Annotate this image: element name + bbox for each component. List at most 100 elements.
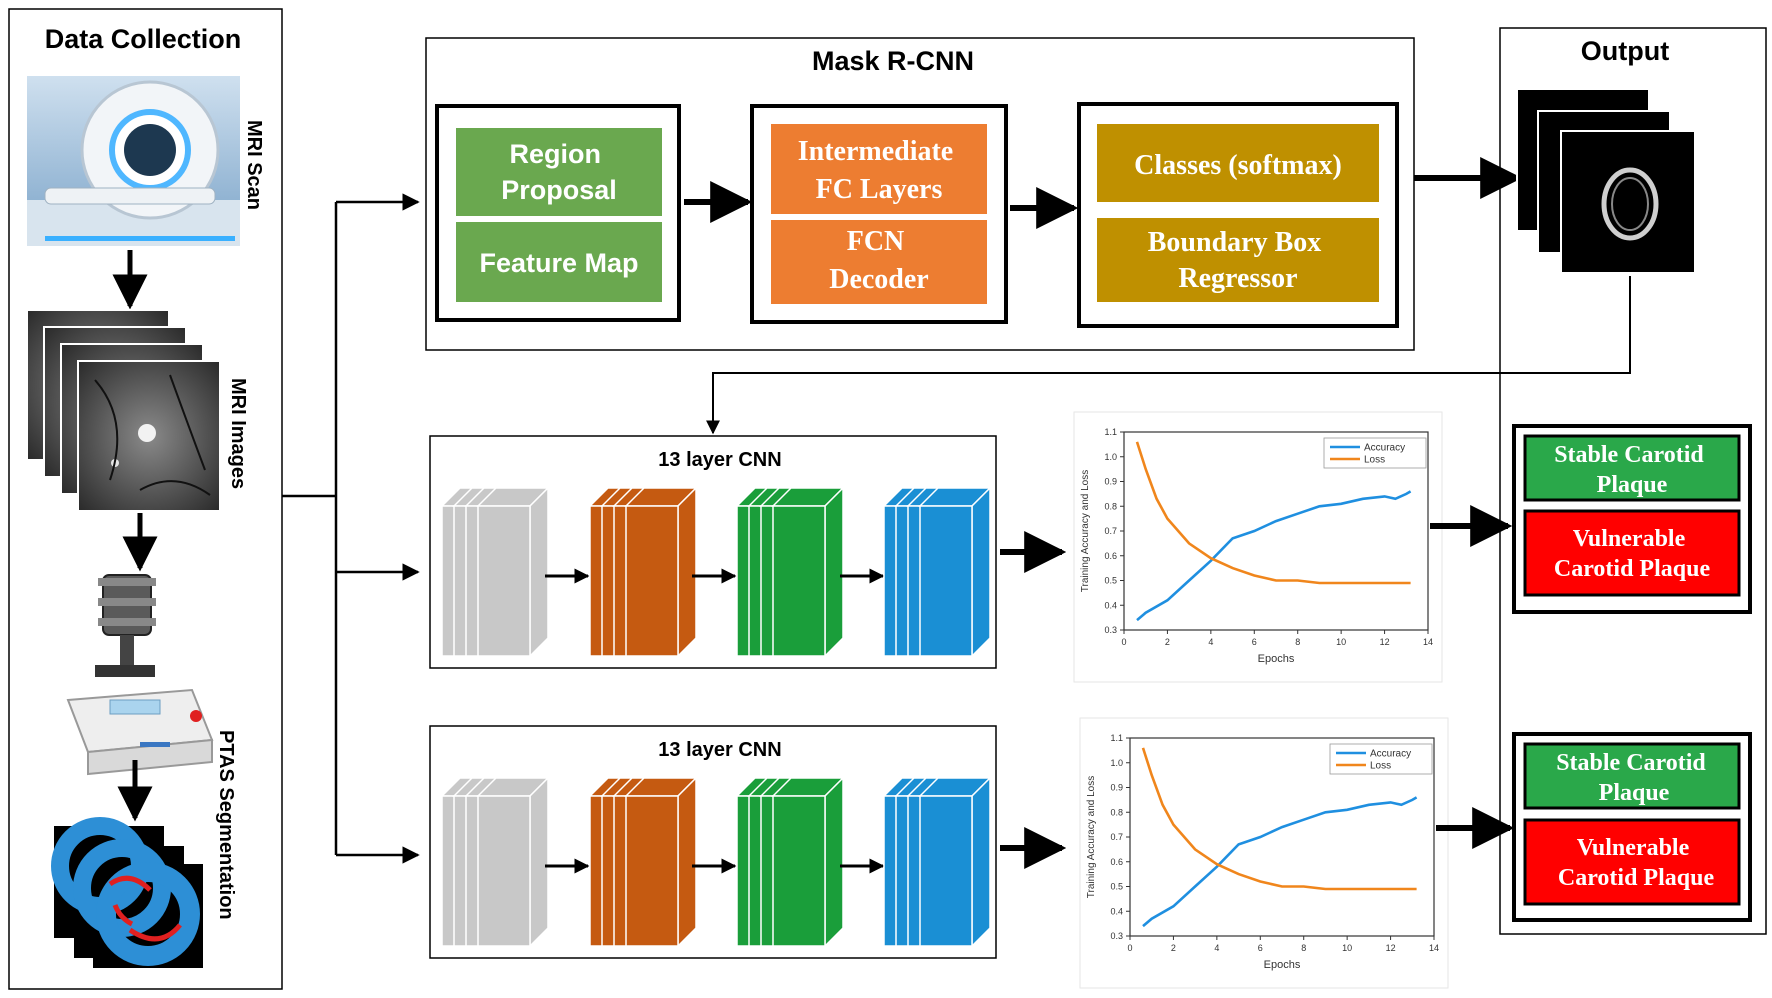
feature-map-label: Feature Map bbox=[479, 248, 638, 278]
cnn-1-layers-green bbox=[735, 486, 845, 658]
vulnerable-plaque-label-2: Vulnerable Carotid Plaque bbox=[1558, 835, 1715, 891]
mask-rcnn-panel: Mask R-CNN Region Proposal Feature Map I… bbox=[425, 37, 1415, 351]
vulnerable-plaque-1-line-2: Carotid Plaque bbox=[1554, 556, 1711, 582]
intermediate-fc-box bbox=[771, 124, 987, 214]
chart-legend bbox=[1329, 743, 1433, 775]
x-tick-label: 12 bbox=[1386, 943, 1396, 953]
layer-front-face bbox=[772, 505, 826, 657]
output-classes-2: Stable Carotid Plaque Vulnerable Carotid… bbox=[1512, 732, 1752, 922]
fcn-decoder-box bbox=[771, 220, 987, 304]
intermediate-fc-line-2: FC Layers bbox=[816, 174, 943, 205]
y-tick-label: 0.3 bbox=[1110, 931, 1123, 941]
y-tick-label: 0.7 bbox=[1104, 526, 1117, 536]
stable-plaque-2-line-1: Stable Carotid bbox=[1556, 750, 1706, 776]
layer-front-face bbox=[919, 505, 973, 657]
cnn-2-layers-orange bbox=[588, 776, 698, 948]
vulnerable-plaque-label-1: Vulnerable Carotid Plaque bbox=[1554, 526, 1711, 582]
bbox-regressor-box bbox=[1097, 218, 1379, 302]
y-tick-label: 0.4 bbox=[1104, 600, 1117, 610]
region-proposal-box bbox=[456, 128, 662, 216]
cnn-pipeline-2: 13 layer CNN bbox=[429, 725, 997, 959]
bbox-regressor-label: Boundary Box Regressor bbox=[1148, 227, 1329, 294]
fcn-decoder-label: FCN Decoder bbox=[829, 226, 929, 295]
region-proposal-line-1: Region bbox=[509, 139, 601, 169]
mri-scanner-image bbox=[27, 76, 240, 246]
layer-front-face bbox=[477, 505, 531, 657]
x-tick-label: 12 bbox=[1380, 637, 1390, 647]
classes-box bbox=[1097, 124, 1379, 202]
data-collection-title: Data Collection bbox=[45, 24, 242, 54]
cnn-2-layers-blue bbox=[882, 776, 992, 948]
bbox-regressor-line-1: Boundary Box bbox=[1148, 227, 1322, 258]
x-tick-label: 6 bbox=[1252, 637, 1257, 647]
y-tick-label: 0.9 bbox=[1104, 477, 1117, 487]
y-tick-label: 0.8 bbox=[1104, 501, 1117, 511]
x-tick-label: 14 bbox=[1423, 637, 1433, 647]
ptas-device-image bbox=[66, 574, 214, 776]
stable-plaque-1-line-1: Stable Carotid bbox=[1554, 442, 1704, 468]
y-tick-label: 1.1 bbox=[1104, 427, 1117, 437]
legend-label: Loss bbox=[1364, 455, 1385, 466]
x-tick-label: 14 bbox=[1429, 943, 1439, 953]
bbox-regressor-line-2: Regressor bbox=[1178, 263, 1297, 294]
vulnerable-plaque-box-1 bbox=[1523, 509, 1741, 597]
vulnerable-plaque-2-line-2: Carotid Plaque bbox=[1558, 865, 1715, 891]
mri-scan-label: MRI Scan bbox=[243, 120, 265, 210]
cnn-2-title: 13 layer CNN bbox=[658, 739, 781, 761]
mri-images-stack bbox=[26, 309, 221, 512]
cnn-1-layers-gray bbox=[440, 486, 550, 658]
layer-side-face bbox=[677, 486, 697, 658]
layer-front-face bbox=[919, 795, 973, 947]
layer-front-face bbox=[477, 795, 531, 947]
y-tick-label: 0.8 bbox=[1110, 807, 1123, 817]
y-tick-label: 1.1 bbox=[1110, 733, 1123, 743]
branch-connectors bbox=[282, 193, 420, 864]
layer-front-face bbox=[625, 505, 679, 657]
feature-map-box bbox=[456, 222, 662, 302]
x-tick-label: 4 bbox=[1214, 943, 1219, 953]
output-mask-stack bbox=[1516, 88, 1696, 274]
stable-plaque-box-1 bbox=[1523, 434, 1741, 502]
segmentation-images-stack bbox=[51, 817, 203, 968]
y-tick-label: 0.9 bbox=[1110, 783, 1123, 793]
y-tick-label: 0.5 bbox=[1104, 576, 1117, 586]
cnn-1-layers-orange bbox=[588, 486, 698, 658]
y-tick-label: 0.4 bbox=[1110, 906, 1123, 916]
intermediate-fc-label: Intermediate FC Layers bbox=[798, 136, 961, 205]
cnn-pipeline-1: 13 layer CNN bbox=[429, 435, 997, 669]
x-tick-label: 0 bbox=[1121, 637, 1126, 647]
chart-legend bbox=[1323, 437, 1427, 469]
layer-front-face bbox=[772, 795, 826, 947]
x-tick-label: 8 bbox=[1301, 943, 1306, 953]
x-tick-label: 10 bbox=[1342, 943, 1352, 953]
layer-side-face bbox=[971, 776, 991, 948]
y-tick-label: 1.0 bbox=[1110, 758, 1123, 768]
y-axis-label: Training Accuracy and Loss bbox=[1080, 470, 1091, 592]
layer-front-face bbox=[625, 795, 679, 947]
y-tick-label: 0.6 bbox=[1110, 857, 1123, 867]
x-tick-label: 2 bbox=[1171, 943, 1176, 953]
vulnerable-plaque-2-line-1: Vulnerable bbox=[1577, 835, 1690, 861]
x-tick-label: 4 bbox=[1208, 637, 1213, 647]
layer-side-face bbox=[971, 486, 991, 658]
cnn-2-layers-green bbox=[735, 776, 845, 948]
legend-label: Accuracy bbox=[1364, 443, 1405, 454]
intermediate-fc-line-1: Intermediate bbox=[798, 136, 954, 167]
series-line-loss bbox=[1135, 441, 1411, 585]
mask-rcnn-title: Mask R-CNN bbox=[812, 46, 974, 76]
x-tick-label: 6 bbox=[1258, 943, 1263, 953]
x-tick-label: 0 bbox=[1127, 943, 1132, 953]
y-tick-label: 1.0 bbox=[1104, 452, 1117, 462]
fcn-decoder-line-1: FCN bbox=[847, 226, 905, 257]
vulnerable-plaque-box-2 bbox=[1523, 818, 1741, 906]
cnn-1-layers-blue bbox=[882, 486, 992, 658]
region-proposal-label: Region Proposal bbox=[501, 139, 617, 205]
series-line-accuracy bbox=[1142, 796, 1418, 928]
output-classes-1: Stable Carotid Plaque Vulnerable Carotid… bbox=[1512, 424, 1752, 614]
x-tick-label: 2 bbox=[1165, 637, 1170, 647]
cnn-1-title: 13 layer CNN bbox=[658, 449, 781, 471]
fcn-decoder-line-2: Decoder bbox=[829, 264, 929, 295]
